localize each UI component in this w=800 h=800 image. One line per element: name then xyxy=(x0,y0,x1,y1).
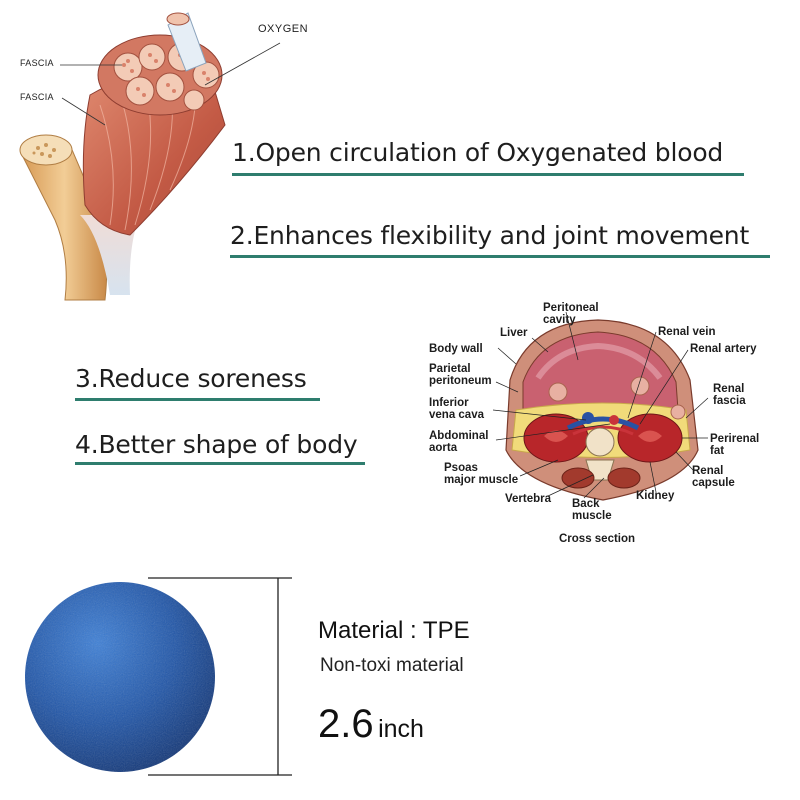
label-renal-artery: Renal artery xyxy=(690,343,757,355)
fascia-label-bottom: FASCIA xyxy=(20,92,54,102)
product-section: Material : TPE Non-toxi material 2.6 inc… xyxy=(0,560,800,800)
cross-section-drawing xyxy=(492,311,709,501)
massage-ball-image xyxy=(25,577,292,776)
non-toxic-label: Non-toxi material xyxy=(320,655,464,676)
benefit-4-underline xyxy=(75,462,365,465)
label-inferior-vena-cava: Inferior vena cava xyxy=(429,397,484,421)
benefit-4-text: 4.Better shape of body xyxy=(75,430,358,459)
benefit-1-underline xyxy=(232,173,744,176)
size-label: 2.6 inch xyxy=(318,702,424,747)
benefit-3-text: 3.Reduce soreness xyxy=(75,364,307,393)
cross-section-illustration: Peritoneal cavity Liver Renal vein Body … xyxy=(428,300,773,550)
label-kidney: Kidney xyxy=(636,490,675,502)
label-renal-capsule: Renal capsule xyxy=(692,465,735,489)
label-vertebra: Vertebra xyxy=(505,493,552,505)
size-value: 2.6 xyxy=(318,702,374,746)
label-parietal-peritoneum: Parietal peritoneum xyxy=(429,363,492,387)
label-abdominal-aorta: Abdominal aorta xyxy=(429,430,489,454)
label-body-wall: Body wall xyxy=(429,343,483,355)
label-renal-fascia: Renal fascia xyxy=(713,383,746,407)
label-perirenal-fat: Perirenal fat xyxy=(710,433,760,457)
cross-section-caption: Cross section xyxy=(559,533,636,545)
label-renal-vein: Renal vein xyxy=(658,326,716,338)
material-label: Material : TPE xyxy=(318,617,470,644)
size-unit: inch xyxy=(378,715,424,743)
benefit-2-text: 2.Enhances flexibility and joint movemen… xyxy=(230,221,750,250)
label-liver: Liver xyxy=(500,327,528,339)
benefit-1-text: 1.Open circulation of Oxygenated blood xyxy=(232,138,724,167)
muscle-fascia-drawing xyxy=(19,12,281,301)
benefit-3-underline xyxy=(75,398,320,401)
label-back-muscle: Back muscle xyxy=(572,498,612,522)
benefit-2-underline xyxy=(230,255,770,258)
muscle-fascia-illustration: FASCIA FASCIA OXYGEN xyxy=(10,5,340,305)
label-psoas-major-muscle: Psoas major muscle xyxy=(444,462,519,486)
oxygen-label: OXYGEN xyxy=(258,23,309,35)
fascia-label-top: FASCIA xyxy=(20,58,54,68)
label-peritoneal-cavity: Peritoneal cavity xyxy=(543,302,599,326)
